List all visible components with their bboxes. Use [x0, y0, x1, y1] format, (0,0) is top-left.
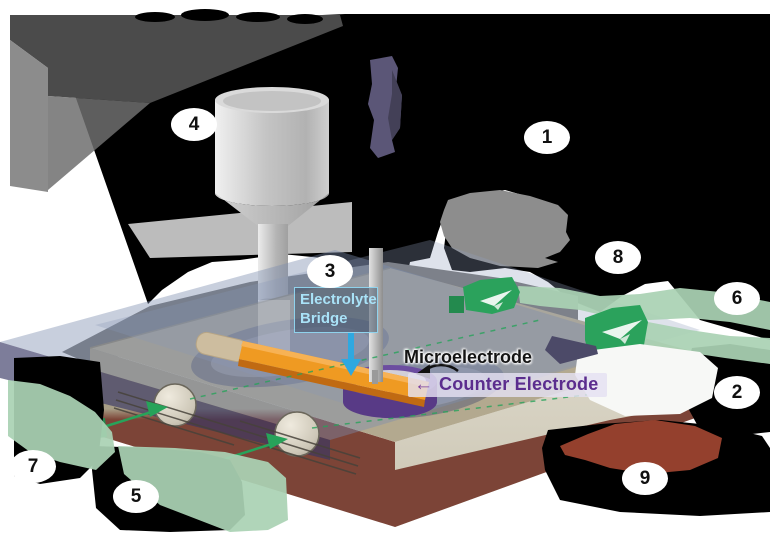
callout-7: 7 [10, 450, 56, 483]
callout-4: 4 [171, 108, 217, 141]
pipette-holder-funnel [128, 87, 352, 306]
callout-6: 6 [714, 282, 760, 315]
counter-electrode-label: ← Counter Electrode [408, 373, 608, 397]
callout-8: 8 [595, 241, 641, 274]
callout-2: 2 [714, 376, 760, 409]
callout-1: 1 [524, 121, 570, 154]
electrolyte-bridge-label: Electrolyte Bridge [294, 287, 378, 333]
redacted-blob-white [575, 344, 718, 416]
positioner-purple-piece [368, 56, 402, 158]
callout-3: 3 [307, 255, 353, 288]
microelectrode-rod [369, 248, 383, 384]
redacted-blob-red [560, 420, 722, 474]
counter-electrode-text: Counter Electrode [439, 374, 599, 394]
gray-panel-wedge [10, 9, 343, 192]
callout-5: 5 [113, 480, 159, 513]
glass-corner-pointer [545, 336, 598, 364]
electrolyte-arrow-icon [341, 333, 361, 376]
callout-9: 9 [622, 462, 668, 495]
microelectrode-label: Microelectrode [404, 347, 533, 367]
redacted-blob-gray [440, 190, 570, 268]
left-arrow-icon: ← [414, 374, 433, 395]
